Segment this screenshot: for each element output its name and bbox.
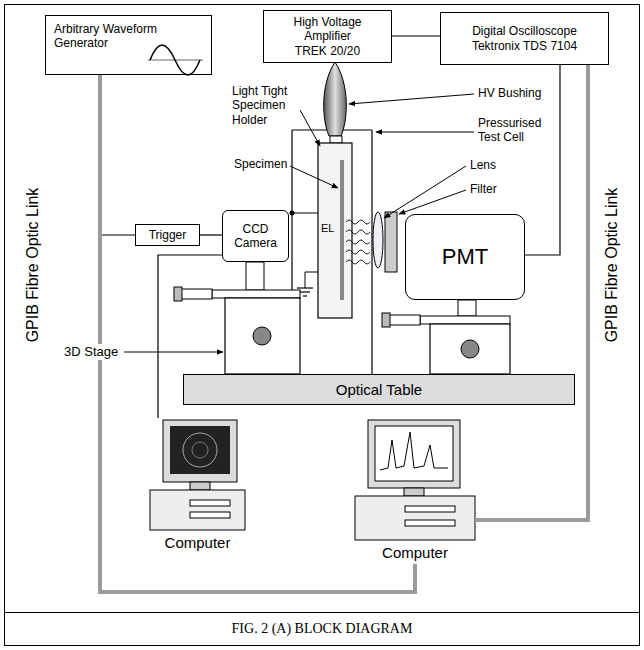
link-label: GPIB Fibre Optic Link <box>602 155 622 375</box>
figure-frame <box>5 5 640 646</box>
part-label: HV Bushing <box>478 86 541 100</box>
monitor-screen <box>170 426 230 474</box>
junction-dot <box>290 211 295 216</box>
node-text: High Voltage Amplifier TREK 20/20 <box>289 15 367 58</box>
node-text: PMT <box>442 244 488 270</box>
monitor-screen <box>375 426 453 481</box>
instrument-box: Arbitrary Waveform Generator <box>45 15 212 75</box>
trigger-wire <box>100 234 135 235</box>
screen-image <box>192 442 208 458</box>
node-text: Optical Table <box>336 381 422 399</box>
ground-wire <box>305 272 318 288</box>
instrument-box: Digital Oscilloscope Tektronix TDS 7104 <box>440 12 609 65</box>
stage-knob <box>461 340 479 358</box>
stage-plate <box>212 290 300 298</box>
computer-node: Computer <box>355 418 475 564</box>
fibre-optic-link <box>100 75 415 592</box>
computer-base <box>355 496 475 540</box>
leader-line <box>349 94 474 104</box>
micrometer <box>388 315 420 325</box>
emission-label: EL <box>321 222 334 235</box>
node-text: Computer <box>382 544 448 562</box>
sine-wave-icon <box>150 45 200 75</box>
stage-plate <box>420 316 510 324</box>
leader-line <box>384 166 466 218</box>
drive-slot <box>190 500 230 506</box>
stage-body <box>225 298 300 374</box>
pmt-box: PMT <box>405 214 525 300</box>
monitor <box>163 420 237 482</box>
part-label: Filter <box>470 182 497 196</box>
screen-image <box>183 433 217 467</box>
optical-table: Optical Table <box>183 374 575 405</box>
monitor <box>368 420 460 488</box>
part-label: Specimen <box>234 157 287 171</box>
node-text: Computer <box>165 534 231 552</box>
hv-bushing <box>324 62 347 136</box>
drive-slot <box>405 520 455 526</box>
holder-wire <box>292 213 318 214</box>
part-label: Light Tight Specimen Holder <box>232 84 306 127</box>
ground-symbol <box>303 295 307 296</box>
part-label: Lens <box>470 158 496 172</box>
node-text: Arbitrary Waveform Generator <box>54 22 203 51</box>
lens-symbol <box>373 212 383 268</box>
monitor-neck <box>190 482 210 490</box>
signal-wire <box>200 234 222 235</box>
camera-post <box>246 262 264 290</box>
signal-wire <box>392 35 440 36</box>
monitor-neck <box>404 488 424 496</box>
filter-symbol <box>385 212 397 272</box>
micrometer-knob <box>382 313 390 327</box>
link-label: GPIB Fibre Optic Link <box>23 155 43 375</box>
micrometer-knob <box>174 287 182 301</box>
node-text: Digital Oscilloscope Tektronix TDS 7104 <box>447 24 602 53</box>
node-text: Trigger <box>149 228 187 242</box>
pmt-post <box>458 300 476 316</box>
drive-slot <box>190 512 230 518</box>
leader-line <box>290 166 338 188</box>
drive-slot <box>405 506 455 512</box>
leader-line <box>124 352 223 353</box>
hv-connector <box>330 136 342 143</box>
instrument-box: High Voltage Amplifier TREK 20/20 <box>263 10 392 63</box>
emission-wave <box>346 260 370 264</box>
emission-wave <box>346 240 370 244</box>
ground-symbol <box>297 287 313 288</box>
specimen-sheet <box>340 160 344 300</box>
leader-line <box>399 190 466 214</box>
node-text: CCD Camera <box>227 222 284 251</box>
emission-wave <box>346 220 370 224</box>
leader-line <box>376 132 474 133</box>
emission-wave <box>346 250 370 254</box>
stage-knob <box>253 327 271 345</box>
part-label: 3D Stage <box>62 344 120 360</box>
screen-trace <box>380 432 448 470</box>
computer-base <box>150 490 245 530</box>
ground-symbol <box>300 291 310 292</box>
test-cell-wall <box>371 130 372 374</box>
computer-node: Computer <box>150 418 245 554</box>
caption-rule <box>5 612 640 613</box>
trigger-box: Trigger <box>135 224 200 246</box>
stage-body <box>430 324 510 374</box>
figure-caption: FIG. 2 (A) BLOCK DIAGRAM <box>5 614 639 644</box>
part-label: Pressurised Test Cell <box>478 116 552 145</box>
micrometer <box>180 289 212 299</box>
camera-box: CCD Camera <box>222 210 289 262</box>
emission-wave <box>346 230 370 234</box>
leader-line <box>300 110 320 146</box>
